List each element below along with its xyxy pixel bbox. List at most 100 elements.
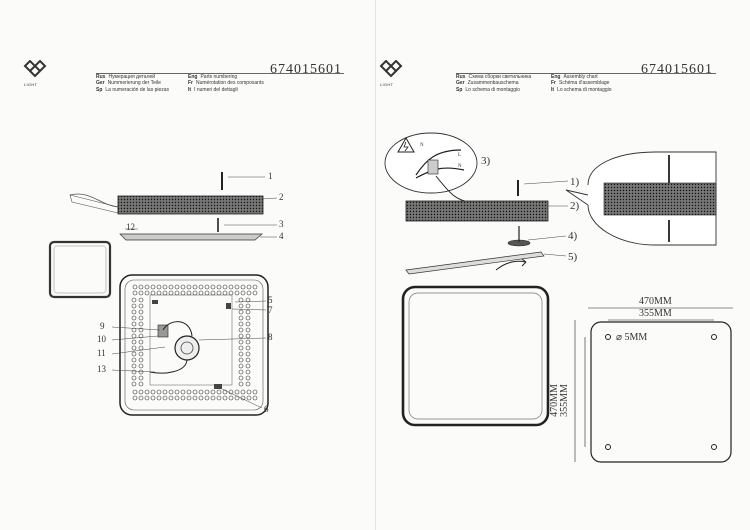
lightning-icon (403, 141, 409, 152)
led-dot (228, 395, 234, 401)
brand-logo: LIGHT (22, 60, 48, 90)
led-dot (245, 363, 251, 369)
led-dot (138, 345, 144, 351)
led-dot (192, 389, 198, 395)
leader-line (261, 197, 278, 200)
led-dot (210, 284, 216, 290)
led-dot (150, 395, 156, 401)
dimension-outline (590, 321, 732, 463)
led-dot (210, 389, 216, 395)
led-dot (252, 395, 258, 401)
mount-hole (711, 334, 717, 340)
callout-4: 4) (568, 230, 578, 242)
led-dot (138, 284, 144, 290)
bubble-tail (565, 189, 589, 206)
led-dot (252, 290, 258, 296)
mount-frame (149, 294, 233, 386)
led-dot (238, 381, 244, 387)
led-dot (150, 290, 156, 296)
led-dot (238, 345, 244, 351)
wire-label-n: N (458, 164, 462, 169)
led-dot (138, 351, 144, 357)
leader-line (198, 337, 267, 341)
connector-block (427, 159, 439, 175)
led-dot (138, 339, 144, 345)
logo-mark-icon (379, 60, 403, 78)
header-rule (456, 73, 716, 74)
led-dot (204, 389, 210, 395)
mount-hole (711, 444, 717, 450)
led-dot (138, 363, 144, 369)
led-dot (210, 395, 216, 401)
mains-wire (415, 149, 462, 176)
led-dot (138, 381, 144, 387)
led-dot (246, 395, 252, 401)
leader-line (111, 346, 166, 355)
led-dot (252, 389, 258, 395)
led-dot (131, 321, 137, 327)
led-dot (222, 395, 228, 401)
led-dot (180, 395, 186, 401)
led-dot (132, 290, 138, 296)
led-dot (138, 303, 144, 309)
led-dot (138, 297, 144, 303)
callout-13: 13 (97, 364, 106, 374)
driver-ring (174, 335, 200, 361)
brand-logo: LIGHT (378, 60, 404, 90)
leader-line (231, 308, 267, 311)
led-dot (131, 381, 137, 387)
led-dot (216, 389, 222, 395)
led-dot (132, 389, 138, 395)
callout-6: 6 (264, 404, 269, 414)
logo-text: LIGHT (24, 82, 38, 87)
rotate-arrow-icon (495, 260, 527, 271)
led-dot (144, 290, 150, 296)
driver-center (180, 341, 194, 355)
warning-icon (397, 136, 415, 153)
led-dot (245, 369, 251, 375)
led-dot (238, 357, 244, 363)
callout-3: 3 (279, 219, 284, 229)
diffuser-plate (119, 233, 263, 241)
led-dot (216, 395, 222, 401)
wire-label-l: L (458, 153, 462, 158)
leader-line (111, 335, 159, 341)
installed-lamp-inner (408, 292, 543, 420)
led-dot (186, 290, 192, 296)
led-dot (238, 309, 244, 315)
led-dot (228, 389, 234, 395)
led-dot (131, 297, 137, 303)
callout-7: 7 (268, 305, 273, 315)
base-plate (119, 274, 269, 416)
led-dot (246, 284, 252, 290)
dim-inner-width: 355MM (639, 308, 672, 319)
clip (226, 303, 231, 309)
callout-4: 4 (279, 231, 284, 241)
logo-mark-icon (23, 60, 47, 78)
led-dot (131, 327, 137, 333)
led-dot (238, 333, 244, 339)
led-dot (222, 290, 228, 296)
led-dot (131, 303, 137, 309)
leader-line (111, 326, 161, 331)
detail-mesh (603, 182, 717, 216)
callout-1: 1 (268, 171, 273, 181)
lamp-body-side (405, 200, 549, 222)
led-dot (216, 284, 222, 290)
led-dot (162, 389, 168, 395)
led-dot (180, 290, 186, 296)
led-dot (162, 284, 168, 290)
wire (149, 359, 188, 374)
led-dot (131, 375, 137, 381)
led-dot (238, 297, 244, 303)
led-dot (252, 284, 258, 290)
led-dot (245, 303, 251, 309)
header-rule (96, 73, 344, 74)
clip (214, 384, 222, 389)
leader-line (543, 253, 567, 257)
